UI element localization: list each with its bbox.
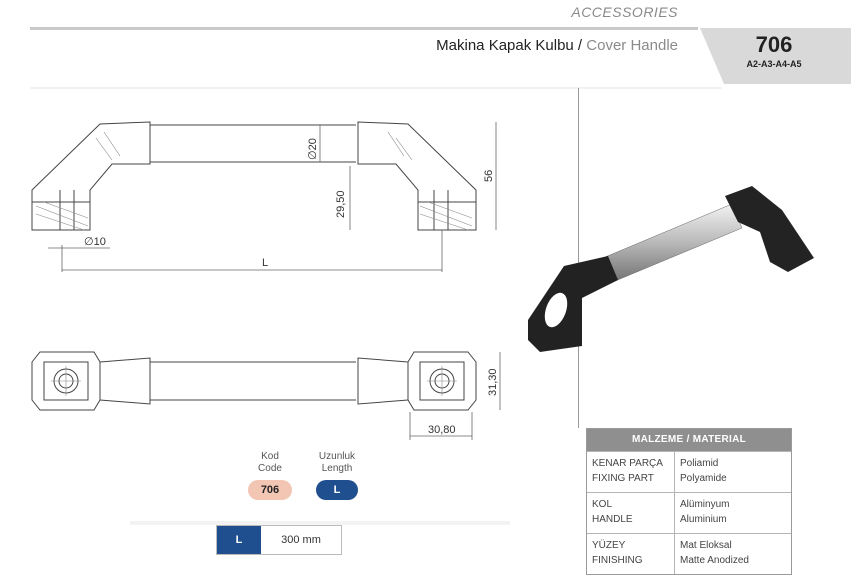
material-table: MALZEME / MATERIAL KENAR PARÇA FIXING PAR… xyxy=(586,428,792,575)
side-view-drawing: ∅20 29,50 56 ∅10 L xyxy=(31,121,497,272)
product-variants: A2-A3-A4-A5 xyxy=(746,59,802,69)
dim-hole-diameter: ∅10 xyxy=(84,236,106,248)
length-table: L 300 mm xyxy=(216,525,342,555)
title-separator: / xyxy=(573,37,587,54)
dim-height-axis: 29,50 xyxy=(335,190,347,218)
length-heading: Uzunluk Length xyxy=(306,451,368,475)
mat-tr: Poliamid xyxy=(680,458,719,469)
dim-rod-diameter: ∅20 xyxy=(307,138,319,160)
mat-tr: Mat Eloksal xyxy=(680,540,732,551)
part-en: HANDLE xyxy=(592,514,633,525)
length-badge: L xyxy=(316,480,358,500)
header-rule xyxy=(30,27,698,30)
title-tr: Makina Kapak Kulbu xyxy=(436,37,574,54)
section-label: ACCESSORIES xyxy=(571,4,678,20)
code-heading-tr: Kod xyxy=(261,451,279,462)
product-illustration xyxy=(528,186,814,352)
part-tr: KOL xyxy=(592,499,613,510)
mat-tr: Alüminyum xyxy=(680,499,730,510)
length-table-value: 300 mm xyxy=(281,534,321,546)
part-en: FINISHING xyxy=(592,555,643,566)
mat-en: Matte Anodized xyxy=(680,555,749,566)
table-shadow xyxy=(130,521,510,525)
title-en: Cover Handle xyxy=(586,37,678,54)
mat-en: Polyamide xyxy=(680,473,727,484)
length-heading-en: Length xyxy=(321,463,353,474)
code-badge: 706 xyxy=(248,480,292,500)
code-heading-en: Code xyxy=(258,463,282,474)
part-tr: KENAR PARÇA xyxy=(592,458,663,469)
vertical-divider xyxy=(578,88,579,428)
product-code: 706 xyxy=(755,32,793,57)
mat-en: Aluminium xyxy=(680,514,727,525)
length-table-key: L xyxy=(217,526,261,554)
material-part: YÜZEY FINISHING xyxy=(587,534,675,574)
page-title: Makina Kapak Kulbu / Cover Handle xyxy=(330,37,678,54)
dim-height-total: 56 xyxy=(483,170,495,182)
top-view-drawing: 31,30 30,80 xyxy=(31,351,501,440)
material-table-title: MALZEME / MATERIAL xyxy=(587,429,791,451)
dim-depth: 30,80 xyxy=(428,424,456,436)
material-part: KOL HANDLE xyxy=(587,493,675,533)
part-en: FIXING PART xyxy=(592,473,654,484)
dim-width: 31,30 xyxy=(487,368,499,396)
code-heading: Kod Code xyxy=(246,451,294,475)
material-part: KENAR PARÇA FIXING PART xyxy=(587,452,675,492)
length-heading-tr: Uzunluk xyxy=(318,451,356,462)
part-tr: YÜZEY xyxy=(592,540,626,551)
dim-length: L xyxy=(262,257,268,269)
